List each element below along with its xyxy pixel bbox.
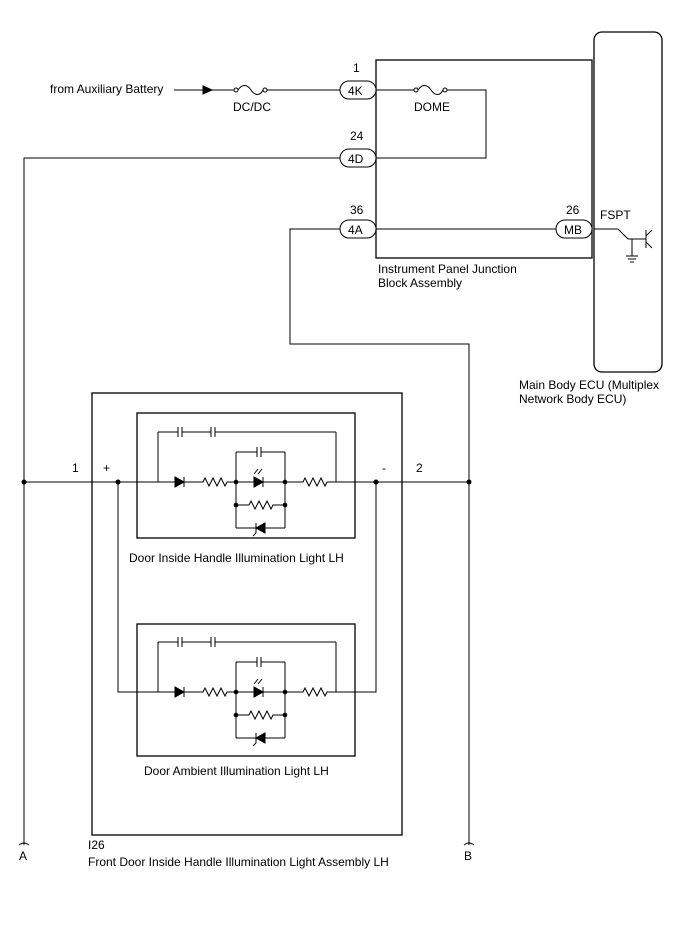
wire-end-a-icon xyxy=(18,842,30,846)
ecu-name-line1: Main Body ECU (Multiplex xyxy=(519,378,659,392)
connector-4k-label: 4K xyxy=(348,84,363,98)
connector-4d-label: 4D xyxy=(348,152,364,166)
assembly-name: Front Door Inside Handle Illumination Li… xyxy=(88,855,389,869)
junction-dot xyxy=(21,479,27,485)
wire-end-b-label: B xyxy=(464,849,472,863)
assembly-pin-2: 2 xyxy=(416,461,423,475)
junction-block-name-line2: Block Assembly xyxy=(378,276,462,290)
ambient-light-box xyxy=(136,623,356,757)
assembly-pin-1: 1 xyxy=(72,461,79,475)
pin-36-number: 36 xyxy=(350,203,364,217)
connector-4a-label: 4A xyxy=(348,223,363,237)
transistor-icon xyxy=(594,228,653,263)
fuse-dome-label: DOME xyxy=(414,100,450,114)
auxiliary-battery-label: from Auxiliary Battery xyxy=(50,82,163,96)
assembly-code: I26 xyxy=(88,838,105,852)
wire-end-b-icon xyxy=(463,842,475,846)
fuse-dcdc-icon xyxy=(233,85,268,95)
ambient-light-label: Door Ambient Illumination Light LH xyxy=(144,764,329,778)
connector-mb xyxy=(555,219,593,239)
junction-block-name-line1: Instrument Panel Junction xyxy=(378,262,517,276)
pin-1-number: 1 xyxy=(353,61,360,75)
fspt-terminal-label: FSPT xyxy=(600,208,631,222)
assembly-i26-box xyxy=(91,392,403,836)
ecu-pin-26-number: 26 xyxy=(566,203,580,217)
ecu-name-line2: Network Body ECU) xyxy=(519,392,626,406)
pin-24-number: 24 xyxy=(350,129,364,143)
handle-light-circuit xyxy=(157,426,337,537)
main-body-ecu-box xyxy=(593,31,663,373)
fuse-dome-icon xyxy=(413,85,448,95)
plus-terminal: + xyxy=(103,461,110,475)
junction-dot xyxy=(466,479,472,485)
minus-terminal: - xyxy=(382,461,386,475)
fuse-dcdc-label: DC/DC xyxy=(233,100,271,114)
arrow-icon xyxy=(202,85,214,95)
connector-mb-label: MB xyxy=(564,223,582,237)
handle-light-box xyxy=(136,412,356,539)
ambient-light-circuit xyxy=(157,636,337,747)
wire-b xyxy=(289,228,470,845)
handle-light-label: Door Inside Handle Illumination Light LH xyxy=(129,551,344,565)
wire-a xyxy=(23,157,340,845)
wire-end-a-label: A xyxy=(19,849,27,863)
